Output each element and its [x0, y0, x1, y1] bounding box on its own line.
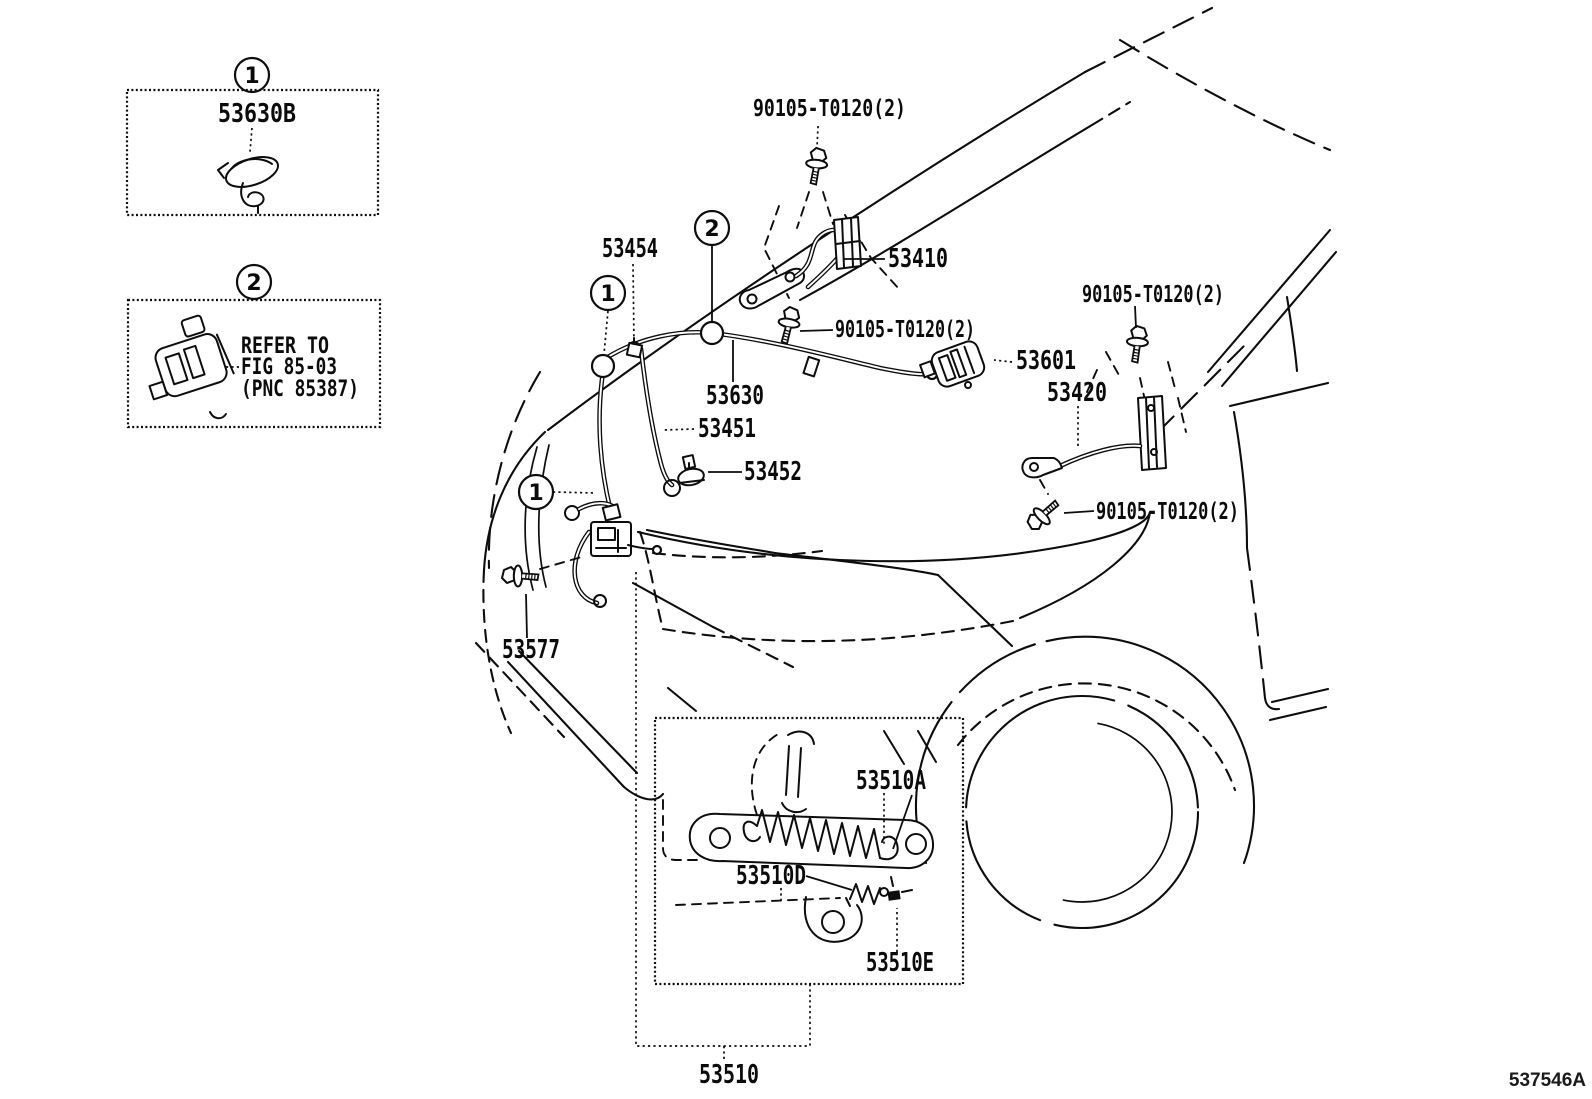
callouts: 2 1 1	[517, 209, 731, 511]
legend-note-line-3: (PNC 85387)	[241, 377, 359, 402]
cable-fitting	[802, 355, 821, 378]
label-53510D[interactable]: 53510D	[736, 861, 806, 891]
label-90105-t0120-top[interactable]: 90105-T0120(2)	[753, 96, 906, 122]
lock-spring-53510A-art	[742, 809, 899, 861]
callout-circle-2-main	[693, 209, 731, 247]
hood-hinge-lh	[1021, 395, 1167, 495]
legend-box-1-border	[125, 88, 380, 217]
legend-box-1: 1 53630B	[125, 56, 380, 217]
label-53410[interactable]: 53410	[888, 244, 948, 274]
label-53454[interactable]: 53454	[602, 234, 658, 264]
lock-base-plate	[688, 812, 935, 870]
lock-spring-53510D-art	[845, 883, 889, 907]
connector-85387-art	[148, 314, 235, 420]
callout-circle-1-top	[589, 274, 627, 312]
label-90105-t0120-mid[interactable]: 90105-T0120(2)	[835, 317, 975, 343]
callout-number-1-legend: 1	[244, 64, 259, 89]
lock-clip-53510E-art	[887, 876, 913, 901]
inset-box-hood-lock	[653, 716, 965, 986]
inset-box-border	[653, 716, 965, 986]
callout-number-2-main: 2	[704, 217, 719, 242]
label-53630B[interactable]: 53630B	[218, 99, 296, 129]
bolt-latch-53577	[501, 564, 540, 588]
label-53510[interactable]: 53510	[699, 1060, 759, 1090]
callout-circle-1-legend	[233, 56, 271, 94]
cable-node-1	[590, 353, 616, 379]
bolt-hinge-rh	[803, 146, 830, 187]
bolt-hinge-lh-lower	[1022, 493, 1065, 536]
leader-lines	[525, 125, 1137, 1060]
label-53577[interactable]: 53577	[502, 635, 560, 665]
part-labels: 90105-T0120(2) 53410 53454 90105-T0120(2…	[502, 96, 1586, 1091]
legend-box-2: 2 REFER TO FIG 85-03 (PNC 85387)	[126, 263, 382, 429]
hood-hinge-rh	[738, 216, 862, 310]
label-53510A[interactable]: 53510A	[856, 766, 926, 796]
label-53451[interactable]: 53451	[698, 414, 756, 444]
label-53510E[interactable]: 53510E	[866, 948, 934, 978]
legend-note-line-1: REFER TO	[241, 334, 329, 359]
label-53601[interactable]: 53601	[1016, 346, 1076, 376]
hood-lock-cylinder	[919, 340, 986, 389]
hood-release-cable	[590, 320, 939, 519]
hood-latch-assembly	[539, 500, 663, 608]
callout-number-2-legend: 2	[246, 271, 261, 296]
label-90105-t0120-right-bottom[interactable]: 90105-T0120(2)	[1096, 499, 1239, 525]
callout-circle-2-legend	[235, 263, 273, 301]
clip-53630B-art	[217, 156, 279, 214]
label-53420[interactable]: 53420	[1047, 378, 1107, 408]
car-body-outline	[474, 6, 1338, 930]
hood-support-rod	[625, 337, 705, 497]
legend-note-line-2: FIG 85-03	[241, 355, 337, 380]
bolt-hinge-rh-lower	[774, 304, 804, 347]
callout-number-1-top: 1	[600, 282, 615, 307]
drawing-code: 537546A	[1509, 1070, 1586, 1091]
callout-number-1-latch: 1	[528, 481, 543, 506]
rod-clamp-53452	[677, 454, 705, 487]
cable-node-2	[699, 320, 725, 346]
label-90105-t0120-right-top[interactable]: 90105-T0120(2)	[1082, 282, 1224, 308]
bolt-hinge-lh-upper	[1124, 324, 1151, 365]
label-53452[interactable]: 53452	[744, 457, 802, 487]
callout-circle-1-latch	[517, 473, 555, 511]
label-53630[interactable]: 53630	[706, 381, 764, 411]
